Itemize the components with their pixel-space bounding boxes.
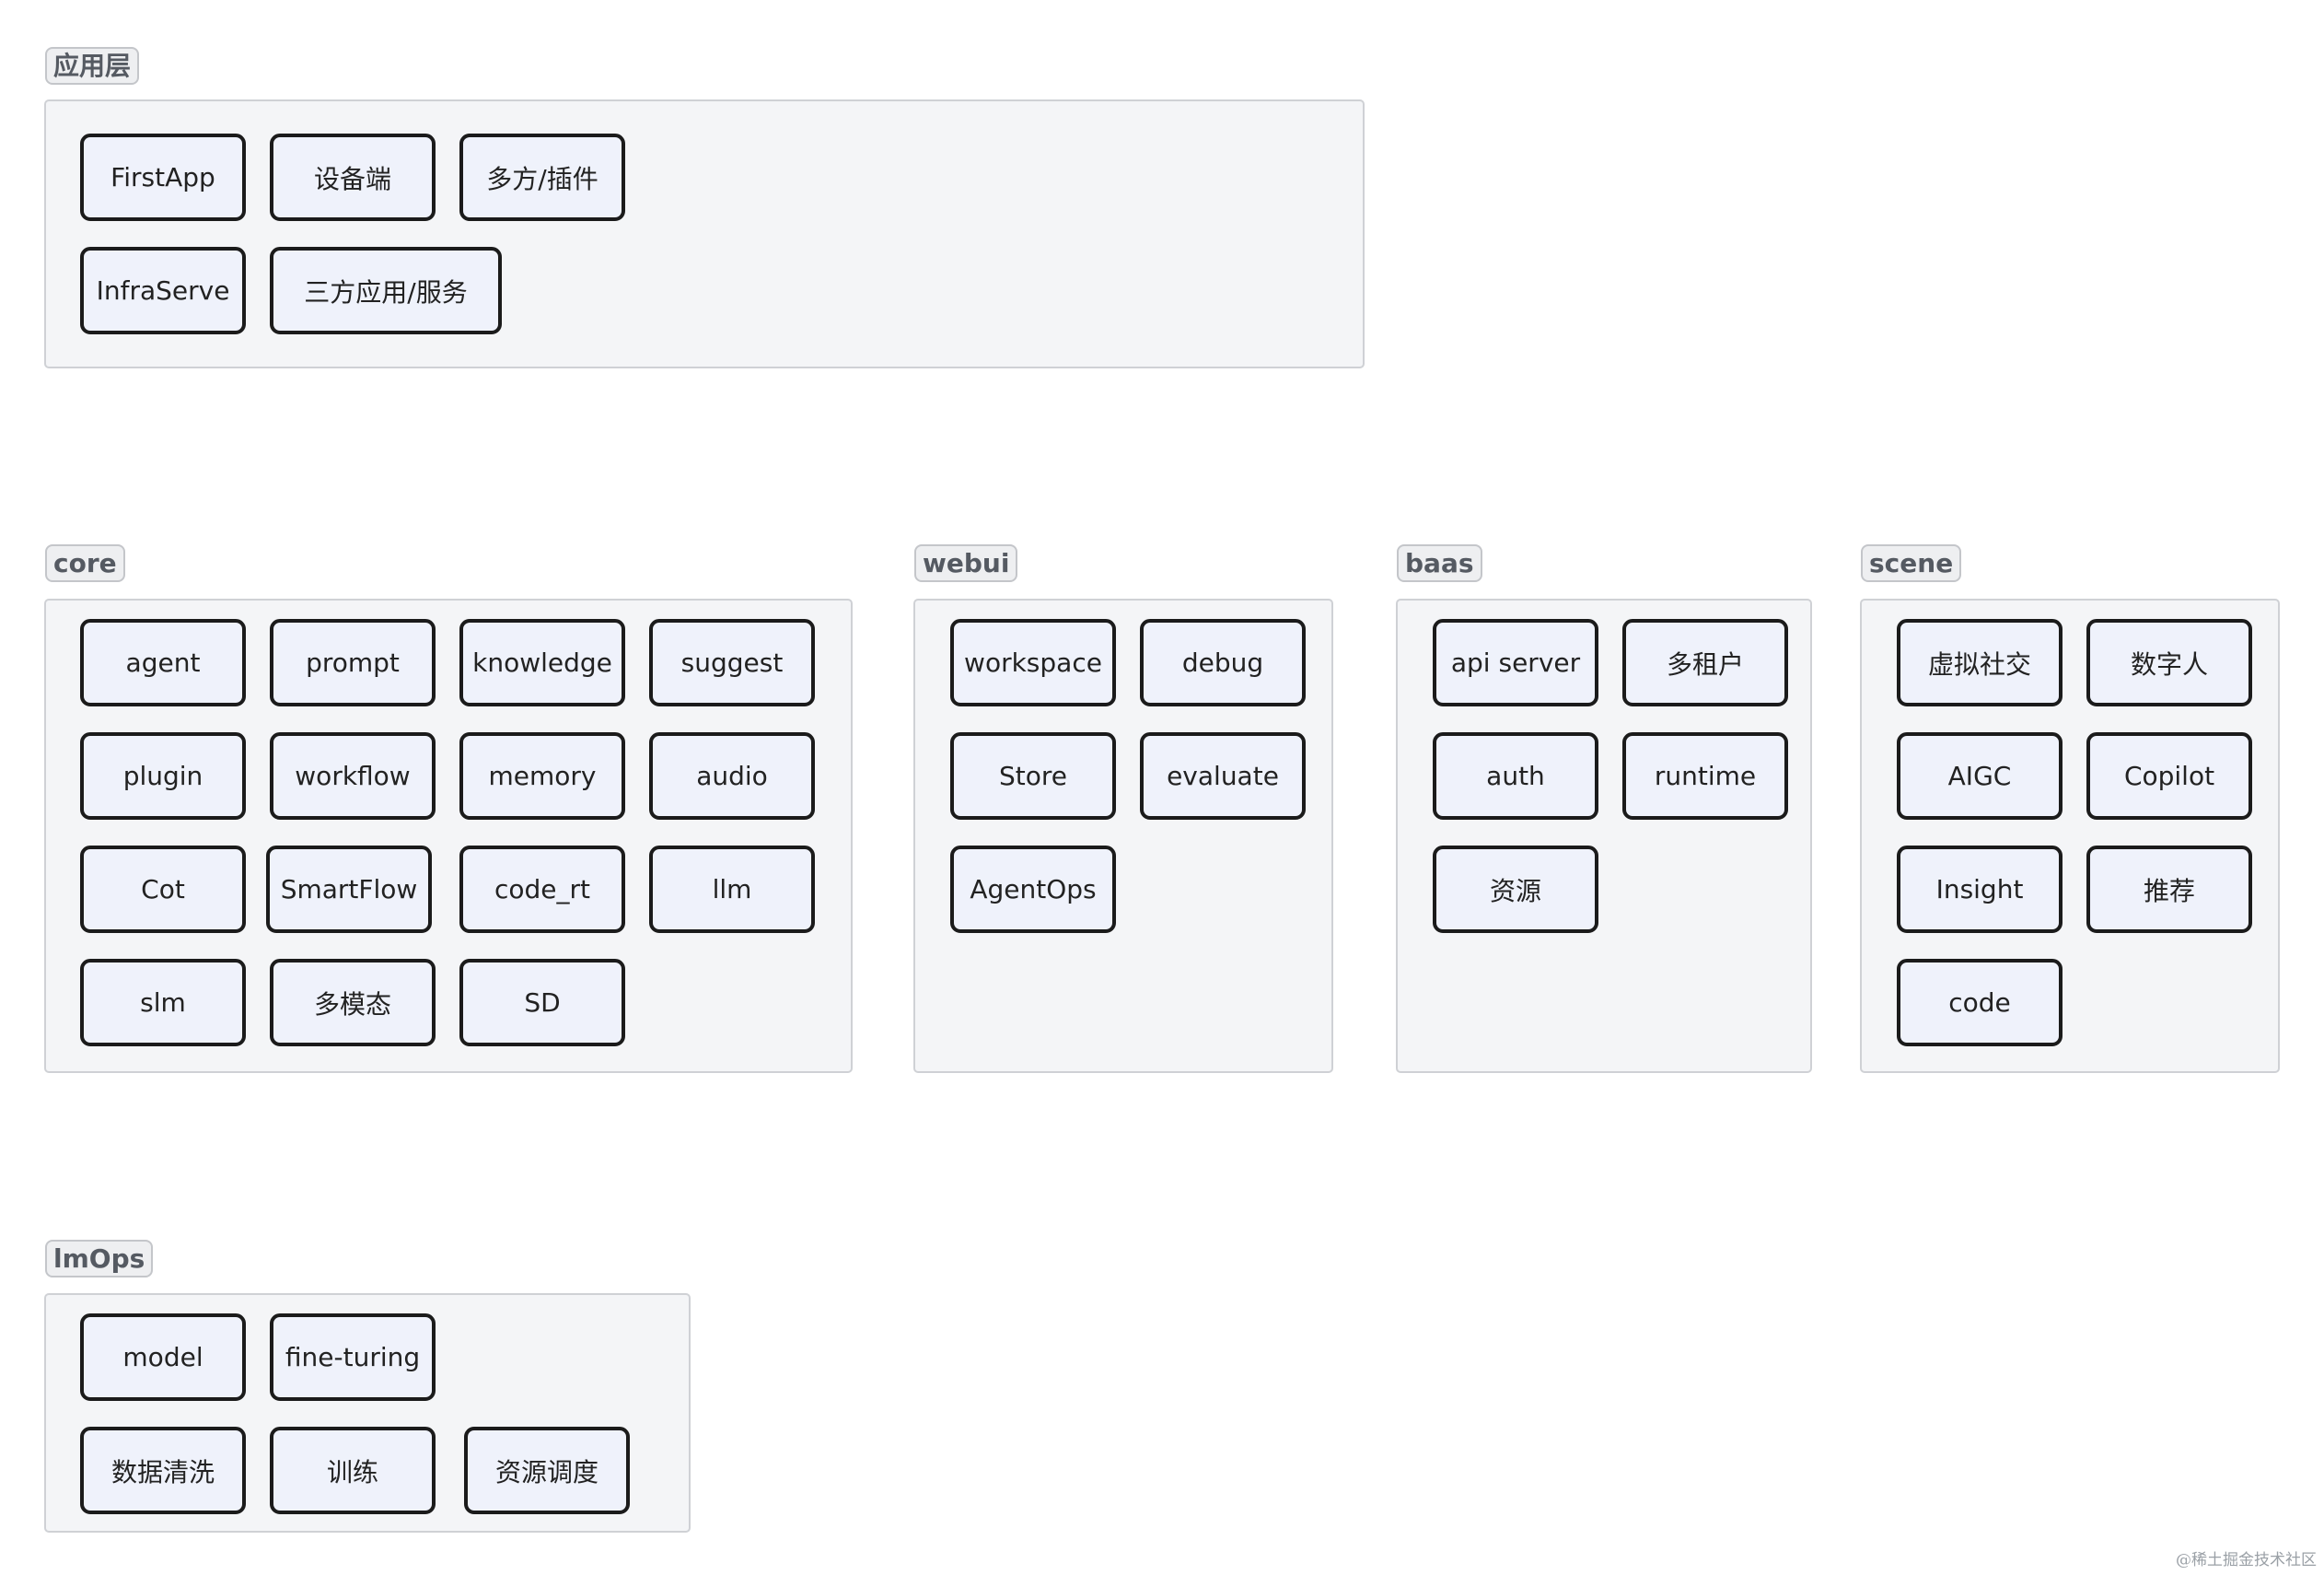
node-sd[interactable]: SD xyxy=(459,959,625,1046)
group-label-lmops: lmOps xyxy=(45,1240,154,1278)
node-agentops[interactable]: AgentOps xyxy=(950,846,1116,933)
node-auth[interactable]: auth xyxy=(1433,732,1598,820)
node-resource-scheduling[interactable]: 资源调度 xyxy=(464,1427,630,1514)
node-smartflow[interactable]: SmartFlow xyxy=(266,846,432,933)
node-code-rt[interactable]: code_rt xyxy=(459,846,625,933)
node-firstapp[interactable]: FirstApp xyxy=(80,134,246,221)
group-label-app: 应用层 xyxy=(45,47,140,85)
node-aigc[interactable]: AIGC xyxy=(1897,732,2063,820)
node-plugin[interactable]: plugin xyxy=(80,732,246,820)
node-infraserve[interactable]: InfraServe xyxy=(80,247,246,334)
node-multimodal[interactable]: 多模态 xyxy=(270,959,436,1046)
node-device[interactable]: 设备端 xyxy=(270,134,436,221)
node-runtime[interactable]: runtime xyxy=(1622,732,1788,820)
node-audio[interactable]: audio xyxy=(649,732,815,820)
node-insight[interactable]: Insight xyxy=(1897,846,2063,933)
node-digital-human[interactable]: 数字人 xyxy=(2086,619,2252,706)
node-workspace[interactable]: workspace xyxy=(950,619,1116,706)
node-api-server[interactable]: api server xyxy=(1433,619,1598,706)
node-data-cleaning[interactable]: 数据清洗 xyxy=(80,1427,246,1514)
node-cot[interactable]: Cot xyxy=(80,846,246,933)
group-label-scene: scene xyxy=(1861,544,1962,582)
node-debug[interactable]: debug xyxy=(1140,619,1306,706)
node-multi-tenant[interactable]: 多租户 xyxy=(1622,619,1788,706)
node-suggest[interactable]: suggest xyxy=(649,619,815,706)
node-memory[interactable]: memory xyxy=(459,732,625,820)
group-label-baas: baas xyxy=(1397,544,1482,582)
group-box-app xyxy=(44,99,1365,368)
node-multi-plugin[interactable]: 多方/插件 xyxy=(459,134,625,221)
node-fine-turing[interactable]: fine-turing xyxy=(270,1313,436,1401)
node-prompt[interactable]: prompt xyxy=(270,619,436,706)
node-third-party[interactable]: 三方应用/服务 xyxy=(270,247,502,334)
node-knowledge[interactable]: knowledge xyxy=(459,619,625,706)
node-workflow[interactable]: workflow xyxy=(270,732,436,820)
node-evaluate[interactable]: evaluate xyxy=(1140,732,1306,820)
node-slm[interactable]: slm xyxy=(80,959,246,1046)
node-model[interactable]: model xyxy=(80,1313,246,1401)
node-training[interactable]: 训练 xyxy=(270,1427,436,1514)
node-store[interactable]: Store xyxy=(950,732,1116,820)
node-llm[interactable]: llm xyxy=(649,846,815,933)
watermark: @稀土掘金技术社区 xyxy=(2176,1551,2317,1569)
group-label-core: core xyxy=(45,544,125,582)
node-agent[interactable]: agent xyxy=(80,619,246,706)
node-recommend[interactable]: 推荐 xyxy=(2086,846,2252,933)
node-virtual-social[interactable]: 虚拟社交 xyxy=(1897,619,2063,706)
node-code[interactable]: code xyxy=(1897,959,2063,1046)
group-label-webui: webui xyxy=(914,544,1018,582)
node-resource[interactable]: 资源 xyxy=(1433,846,1598,933)
node-copilot[interactable]: Copilot xyxy=(2086,732,2252,820)
